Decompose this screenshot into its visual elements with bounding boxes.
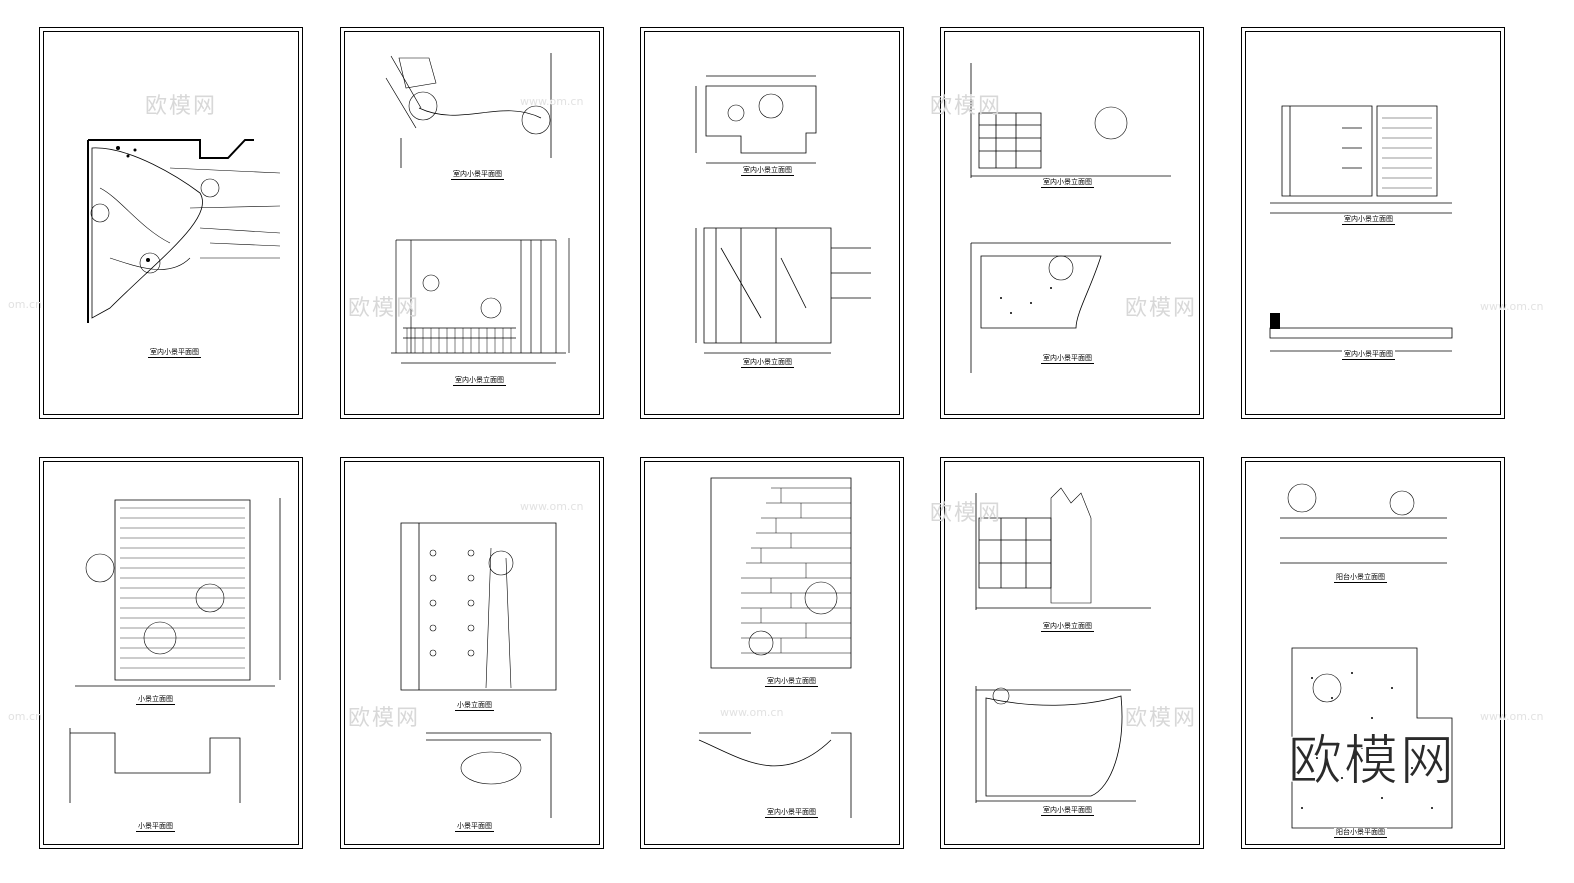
drawing-sheet-7: 小景立面图 小景平面图 [340,457,604,849]
drawing-caption: 室内小景立面图 [1041,622,1094,632]
drawing-caption: 室内小景立面图 [1041,178,1094,188]
drawing-caption: 室内小景平面图 [1342,350,1395,360]
drawing-caption: 小景平面图 [455,822,494,832]
drawing-caption: 室内小景立面图 [1342,215,1395,225]
elevation-plan-drawing [400,522,557,818]
drawing-sheet-1: 室内小景平面图 [39,27,303,419]
elevation-plan-drawing [69,498,281,803]
drawing-sheet-3: 室内小景立面图 室内小景立面图 [640,27,904,419]
elevation-plan-drawing [698,477,852,818]
elevation-plan-drawing [1269,105,1453,352]
drawing-sheet-9: 室内小景立面图 室内小景平面图 [940,457,1204,849]
drawing-sheet-2: 室内小景平面图 室内小景立面图 [340,27,604,419]
drawing-caption: 室内小景平面图 [1041,354,1094,364]
drawing-caption: 室内小景平面图 [451,170,504,180]
drawing-caption: 室内小景立面图 [453,376,506,386]
drawing-sheet-8: 室内小景立面图 室内小景平面图 [640,457,904,849]
brand-logo: 欧模网 [1288,729,1456,793]
drawing-caption: 室内小景立面图 [765,677,818,687]
plan-drawing [87,139,281,323]
drawing-caption: 室内小景平面图 [1041,806,1094,816]
drawing-sheet-5: 室内小景立面图 室内小景平面图 [1241,27,1505,419]
drawing-caption: 室内小景立面图 [741,358,794,368]
elevation-plan-drawing [975,487,1151,803]
watermark-url: om.cn [8,710,42,723]
elevation-drawing [695,75,871,354]
drawing-caption: 室内小景平面图 [765,808,818,818]
drawing-caption: 小景立面图 [455,701,494,711]
drawing-sheet-4: 室内小景立面图 室内小景平面图 [940,27,1204,419]
drawing-caption: 小景平面图 [136,822,175,832]
drawing-sheet-10: 阳台小景立面图 阳台小景平面图 [1241,457,1505,849]
drawing-caption: 阳台小景平面图 [1334,828,1387,838]
drawing-sheet-6: 小景立面图 小景平面图 [39,457,303,849]
drawing-caption: 小景立面图 [136,695,175,705]
elevation-plan-drawing [970,63,1171,373]
drawing-caption: 室内小景平面图 [148,348,201,358]
plan-elevation-drawing [385,53,570,364]
drawing-caption: 阳台小景立面图 [1334,573,1387,583]
watermark-url: om.cn [8,298,42,311]
drawing-caption: 室内小景立面图 [741,166,794,176]
